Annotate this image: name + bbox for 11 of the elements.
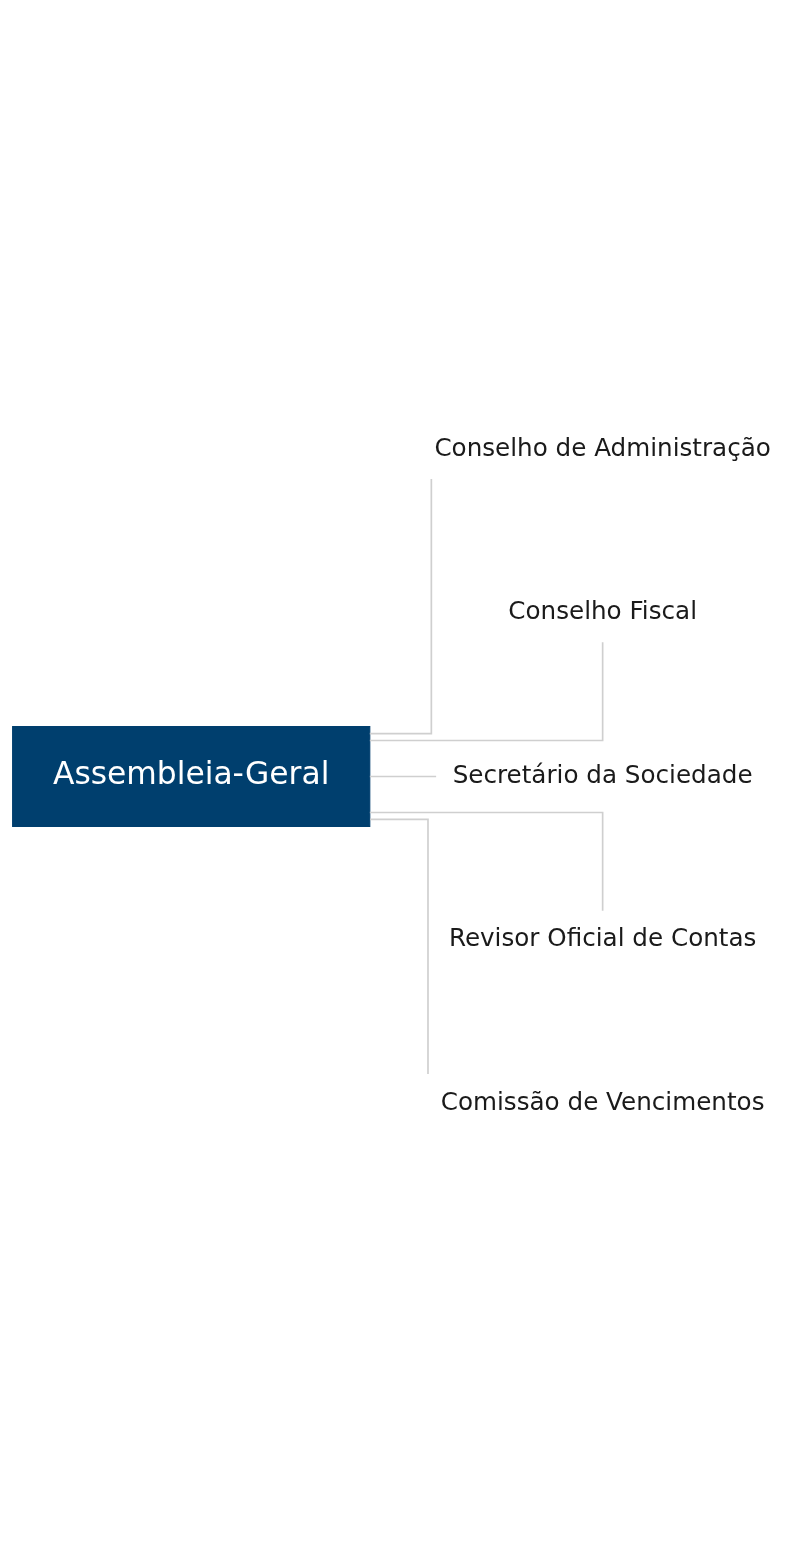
node-text: Conselho de Administração — [434, 432, 771, 462]
node-box: Assembleia-Geral — [12, 725, 371, 827]
connector — [369, 811, 604, 912]
connector — [369, 640, 604, 741]
node-text: Secretário da Sociedade — [452, 759, 753, 789]
node-text: Comissão de Vencimentos — [440, 1086, 765, 1116]
node-text: Revisor Oficial de Contas — [448, 922, 757, 952]
connector — [369, 775, 437, 777]
connector — [369, 477, 433, 734]
connector — [369, 818, 429, 1075]
node-text: Conselho Fiscal — [508, 595, 697, 625]
